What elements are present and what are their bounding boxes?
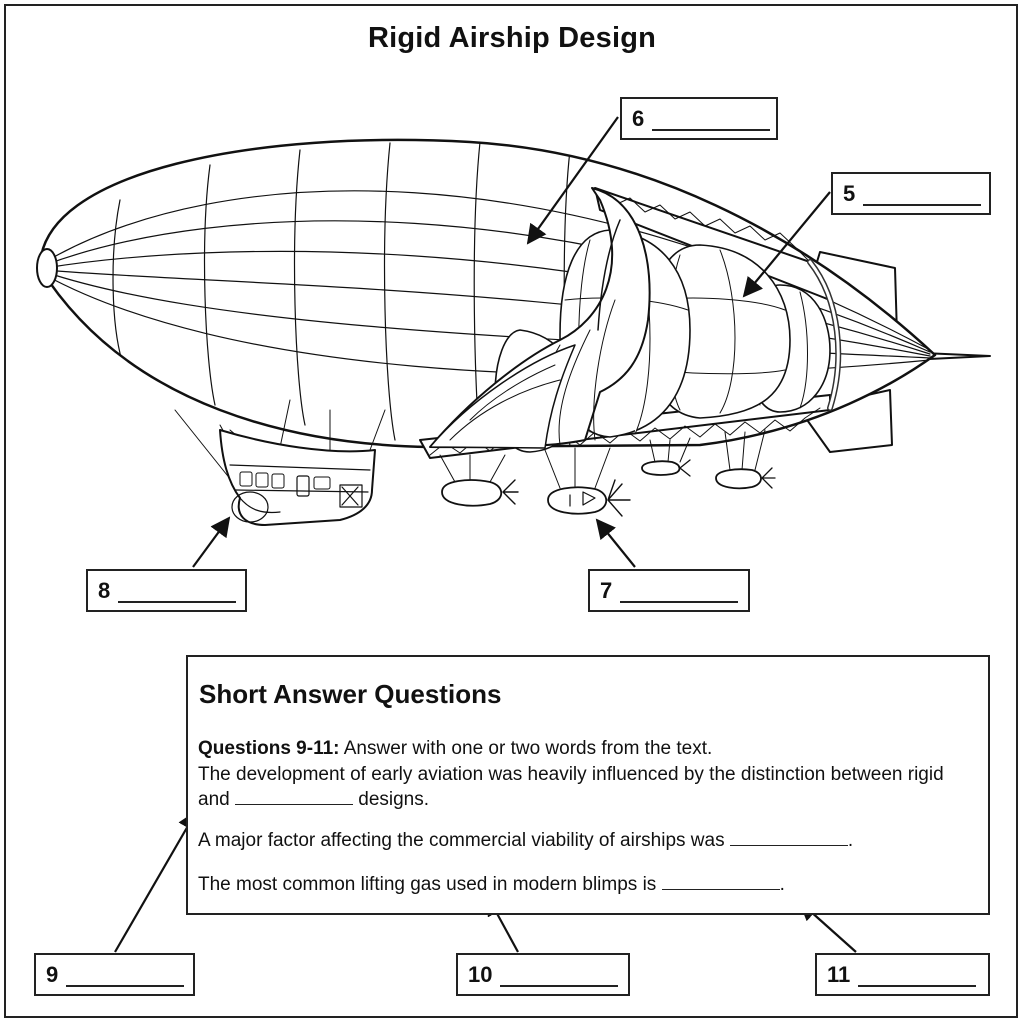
label-box-5[interactable]: 5 xyxy=(831,172,991,215)
label-blank-8[interactable] xyxy=(118,581,237,603)
question-9-blank[interactable] xyxy=(234,790,353,805)
question-10-blank[interactable] xyxy=(729,831,848,846)
label-box-11[interactable]: 11 xyxy=(815,953,990,996)
label-box-9[interactable]: 9 xyxy=(34,953,195,996)
question-10-pre: A major factor affecting the commercial … xyxy=(198,830,730,851)
question-10-line: A major factor affecting the commercial … xyxy=(198,829,853,853)
question-11-line: The most common lifting gas used in mode… xyxy=(198,873,785,897)
diagram-title: Rigid Airship Design xyxy=(367,22,657,54)
label-number-11: 11 xyxy=(827,961,851,987)
arrow-5 xyxy=(742,191,831,298)
arrow-9 xyxy=(114,810,197,953)
question-9-line-2: and designs. xyxy=(198,788,429,812)
question-11-pre: The most common lifting gas used in mode… xyxy=(198,874,662,895)
engine-car-2 xyxy=(547,479,631,517)
label-number-5: 5 xyxy=(843,180,856,206)
label-box-7[interactable]: 7 xyxy=(588,569,750,612)
label-box-10[interactable]: 10 xyxy=(456,953,630,996)
page-frame xyxy=(4,4,1018,1018)
nose-cap xyxy=(36,248,58,288)
label-blank-7[interactable] xyxy=(620,581,739,603)
engine-car-4 xyxy=(715,467,776,490)
label-number-10: 10 xyxy=(468,961,493,987)
label-box-6[interactable]: 6 xyxy=(620,97,778,140)
question-11-blank[interactable] xyxy=(661,875,780,890)
label-box-8[interactable]: 8 xyxy=(86,569,247,612)
question-10-post: . xyxy=(847,830,854,851)
label-number-6: 6 xyxy=(632,105,645,131)
instruction-text: Answer with one or two words from the te… xyxy=(339,738,713,759)
inner-skin-flap xyxy=(429,344,576,449)
label-blank-11[interactable] xyxy=(858,965,977,987)
arrow-7 xyxy=(595,518,636,568)
instruction-bold: Questions 9-11: xyxy=(198,738,340,759)
label-blank-5[interactable] xyxy=(863,184,982,206)
question-9-post: designs. xyxy=(352,789,430,810)
arrow-6 xyxy=(526,116,619,245)
label-blank-6[interactable] xyxy=(652,109,771,131)
questions-panel: Short Answer Questions Questions 9-11: A… xyxy=(186,655,990,915)
question-9-line-1: The development of early aviation was he… xyxy=(198,764,944,785)
label-number-9: 9 xyxy=(46,961,59,987)
questions-heading: Short Answer Questions xyxy=(199,679,502,709)
instruction-line: Questions 9-11: Answer with one or two w… xyxy=(198,737,712,761)
question-9-pre: and xyxy=(198,789,235,810)
engine-cars xyxy=(441,459,776,517)
engine-car-3 xyxy=(641,459,691,477)
arrow-8 xyxy=(192,516,231,568)
question-11-post: . xyxy=(779,874,785,895)
label-blank-10[interactable] xyxy=(500,965,619,987)
label-number-7: 7 xyxy=(600,577,613,603)
label-blank-9[interactable] xyxy=(66,965,185,987)
engine-car-1 xyxy=(441,479,519,507)
label-number-8: 8 xyxy=(98,577,111,603)
